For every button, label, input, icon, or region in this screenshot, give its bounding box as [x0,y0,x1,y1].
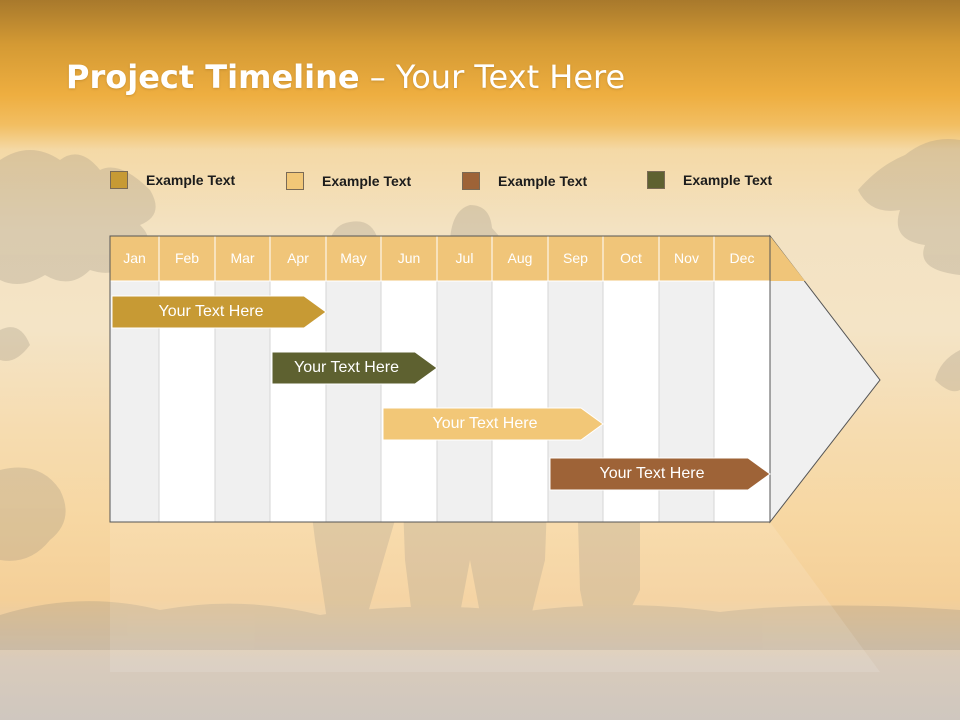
task-arrow [111,295,327,329]
title-main: Project Timeline [66,58,360,96]
task-label: Your Text Here [158,303,264,320]
legend-swatch [462,172,480,190]
task-label: Your Text Here [599,465,705,482]
month-header-cell [658,235,715,282]
month-label: Mar [230,250,255,266]
legend-label: Example Text [498,173,588,189]
month-column [436,280,493,523]
task-arrow [549,457,771,491]
month-label: Aug [507,250,533,266]
month-header-cell [436,235,493,282]
timeline-reflection [110,522,880,672]
month-header-cell [109,235,160,282]
month-label: Dec [729,250,755,266]
month-header-cell [214,235,271,282]
task-label: Your Text Here [432,415,538,432]
month-header-cell [547,235,604,282]
task-arrow [382,407,604,441]
month-label: Jan [123,250,146,266]
month-label: Sep [563,250,588,266]
timeline-frame [109,235,771,523]
month-label: Oct [620,250,642,266]
title-subtitle: – Your Text Here [359,58,626,96]
month-label: Nov [674,250,699,266]
month-header-cell [325,235,382,282]
month-header-cell [269,235,327,282]
legend-swatch [647,171,665,189]
month-label: Apr [287,250,309,266]
month-label: May [340,250,367,266]
month-label: Feb [174,250,200,266]
timeline-arrow-header [770,236,805,281]
month-header-cell [491,235,549,282]
legend-swatch [110,171,128,189]
month-label: Jul [455,250,474,266]
legend-label: Example Text [146,172,236,188]
month-column [325,280,382,523]
legend-label: Example Text [683,172,773,188]
task-label: Your Text Here [294,359,399,376]
legend-label: Example Text [322,173,412,189]
legend-swatch [286,172,304,190]
month-column [380,280,438,523]
month-label: Jun [397,250,421,266]
task-arrow [271,351,438,385]
slide-title: Project Timeline – Your Text Here [66,58,625,96]
month-column [491,280,549,523]
